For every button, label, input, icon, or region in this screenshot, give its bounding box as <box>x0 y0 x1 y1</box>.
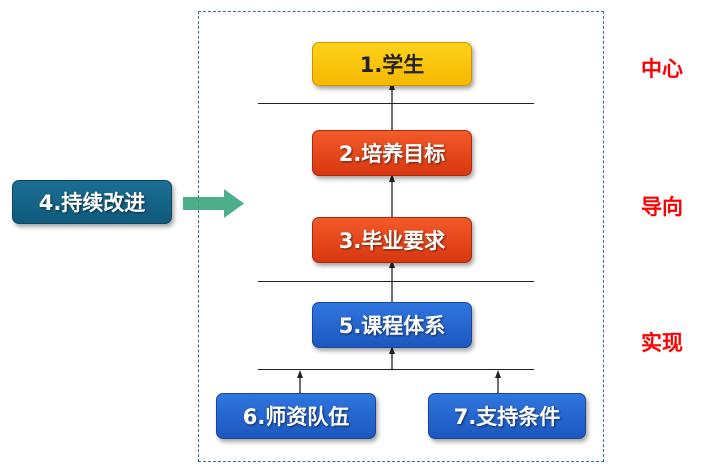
node-graduation-requirements: 3.毕业要求 <box>312 217 472 263</box>
node-curriculum: 5.课程体系 <box>312 302 472 348</box>
separator-line-3 <box>258 369 534 370</box>
side-label-orientation: 导向 <box>641 195 683 219</box>
node-student: 1.学生 <box>312 42 472 86</box>
separator-line-1 <box>258 103 534 104</box>
node-faculty: 6.师资队伍 <box>216 393 376 439</box>
node-continuous-improvement: 4.持续改进 <box>12 180 172 224</box>
node-faculty-label: 6.师资队伍 <box>242 405 350 429</box>
side-label-realization: 实现 <box>641 331 683 355</box>
node-continuous-improvement-label: 4.持续改进 <box>38 191 146 215</box>
diagram-frame <box>198 11 604 462</box>
side-label-center: 中心 <box>641 57 683 81</box>
node-support-conditions-label: 7.支持条件 <box>453 405 561 429</box>
separator-line-2 <box>258 281 534 282</box>
node-training-goal-label: 2.培养目标 <box>338 142 446 166</box>
node-curriculum-label: 5.课程体系 <box>338 314 446 338</box>
node-training-goal: 2.培养目标 <box>312 130 472 176</box>
node-student-label: 1.学生 <box>359 53 425 77</box>
node-graduation-requirements-label: 3.毕业要求 <box>338 229 446 253</box>
node-support-conditions: 7.支持条件 <box>428 393 586 439</box>
improvement-arrow <box>183 189 244 218</box>
